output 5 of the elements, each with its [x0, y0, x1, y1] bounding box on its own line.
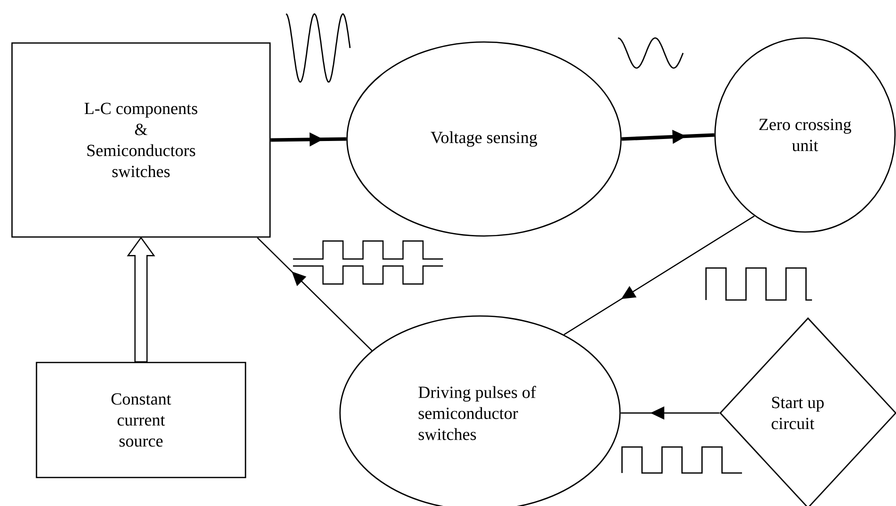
arrow [564, 216, 755, 336]
component-box: L-C components & Semiconductors switches [11, 42, 271, 238]
arrow [256, 237, 372, 351]
arrow [126, 236, 156, 362]
source-box: Constant current source [36, 362, 246, 478]
